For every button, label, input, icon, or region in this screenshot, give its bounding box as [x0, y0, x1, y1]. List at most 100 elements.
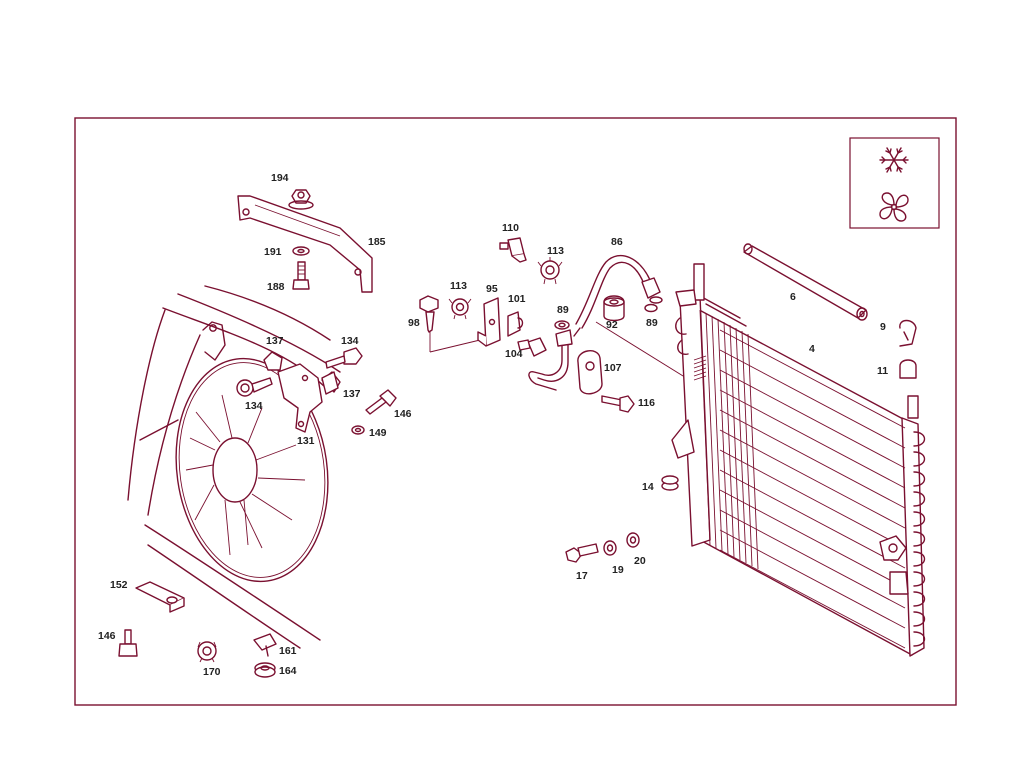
- condenser-tube: [719, 449, 906, 549]
- fitting-92: [603, 295, 625, 322]
- condenser-tube: [719, 349, 906, 449]
- oring-89-left: [554, 320, 570, 330]
- clip-11: [899, 359, 917, 379]
- condenser-return-bend: [913, 591, 926, 607]
- clip-137-left: [263, 351, 283, 371]
- snowflake-icon: [879, 147, 909, 173]
- label-89-right: 89: [646, 317, 658, 329]
- label-185: 185: [368, 236, 386, 248]
- clip-137-right: [321, 371, 339, 395]
- washer-149: [351, 425, 365, 435]
- label-134-right: 134: [341, 335, 359, 347]
- nut-194: [288, 189, 314, 210]
- condenser-fin: [705, 312, 717, 549]
- clamp-107: [577, 321, 697, 395]
- condenser-fin: [699, 309, 711, 546]
- washer-19: [603, 540, 617, 556]
- condenser-return-bend: [913, 531, 926, 547]
- label-170: 170: [203, 666, 221, 678]
- bolt-188: [292, 261, 310, 290]
- oring-89-right: [644, 303, 658, 313]
- bracket-152: [135, 581, 185, 613]
- label-161: 161: [279, 645, 297, 657]
- condenser-tube: [719, 549, 906, 649]
- bolt-98: [419, 295, 481, 353]
- label-95: 95: [486, 283, 498, 295]
- grommet-164: [254, 662, 276, 678]
- condenser-fin: [717, 318, 729, 555]
- condenser-return-bend: [913, 571, 926, 587]
- condenser-tube: [719, 469, 906, 569]
- bolt-134-right: [325, 347, 363, 369]
- label-86: 86: [611, 236, 623, 248]
- fan-icon: [879, 192, 909, 222]
- fan-shroud-assembly: [127, 285, 341, 649]
- label-113-mid: 113: [450, 280, 467, 292]
- label-149: 149: [369, 427, 387, 439]
- condenser-return-bend: [913, 631, 926, 647]
- condenser-tube: [719, 369, 906, 469]
- condenser-return-bend: [913, 611, 926, 627]
- nut-113-mid: [448, 298, 472, 320]
- label-92: 92: [606, 319, 618, 331]
- label-98: 98: [408, 317, 420, 329]
- label-131: 131: [297, 435, 315, 447]
- label-110: 110: [502, 222, 519, 234]
- diagram-frame: [74, 117, 957, 706]
- label-19: 19: [612, 564, 624, 576]
- condenser-tube: [719, 529, 906, 629]
- sensor-110: [499, 237, 527, 263]
- legend-box: [849, 137, 940, 229]
- condenser-fin: [729, 324, 741, 561]
- grommet-14: [661, 475, 679, 491]
- label-107: 107: [604, 362, 622, 374]
- bolt-116: [601, 395, 635, 413]
- condenser-tube: [719, 409, 906, 509]
- label-14: 14: [642, 481, 654, 493]
- nut-170: [197, 641, 217, 663]
- condenser-fin: [723, 321, 735, 558]
- condenser-tube: [719, 489, 906, 589]
- label-104: 104: [505, 348, 523, 360]
- seal-strip-6: [743, 243, 868, 321]
- condenser-fin: [747, 333, 759, 570]
- fitting-104: [517, 337, 547, 357]
- washer-191: [292, 246, 310, 256]
- condenser-4: [671, 263, 926, 657]
- label-146-bottom: 146: [98, 630, 116, 642]
- condenser-return-bend: [913, 491, 926, 507]
- condenser-fin: [735, 327, 747, 564]
- label-137-left: 137: [266, 335, 284, 347]
- label-4: 4: [809, 343, 815, 355]
- clip-9: [899, 319, 917, 347]
- pipe-assembly: [528, 327, 581, 391]
- line-86: [575, 254, 663, 329]
- condenser-fin: [711, 315, 723, 552]
- label-17: 17: [576, 570, 588, 582]
- bracket-95: [477, 297, 501, 347]
- bracket-185: [237, 195, 373, 293]
- condenser-return-bend: [913, 431, 926, 447]
- bolt-146-bottom: [118, 629, 138, 657]
- condenser-return-bend: [913, 471, 926, 487]
- label-164: 164: [279, 665, 297, 677]
- bolt-134-left: [236, 377, 273, 397]
- bolt-146: [365, 389, 397, 415]
- label-116: 116: [638, 397, 655, 409]
- label-191: 191: [264, 246, 282, 258]
- label-194: 194: [271, 172, 289, 184]
- condenser-return-bend: [913, 451, 926, 467]
- nut-113-top: [537, 257, 563, 285]
- label-137-right: 137: [343, 388, 361, 400]
- condenser-fin: [741, 330, 753, 567]
- condenser-tube: [719, 389, 906, 489]
- label-6: 6: [790, 291, 796, 303]
- bolt-17: [565, 543, 599, 563]
- callout-labels: 194 185 191 188 110 113 86 113 95 101 98…: [98, 172, 888, 678]
- label-146-mid: 146: [394, 408, 412, 420]
- condenser-tube: [719, 429, 906, 529]
- clip-161: [253, 633, 277, 657]
- label-11: 11: [877, 365, 888, 377]
- label-152: 152: [110, 579, 128, 591]
